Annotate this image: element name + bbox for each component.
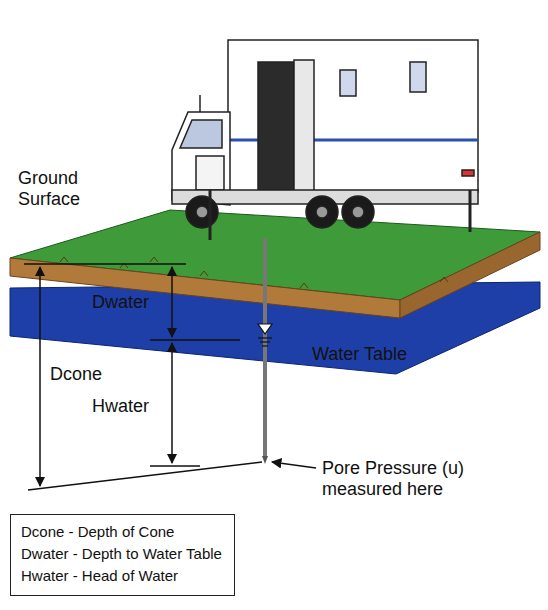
- legend-entry: Hwater - Head of Water: [21, 565, 224, 587]
- cone-rod: [263, 238, 267, 458]
- dimension-label: Dwater: [92, 292, 149, 313]
- water-table-symbol: [258, 324, 272, 346]
- callout-label: Pore Pressure (u) measured here: [322, 458, 522, 499]
- dimension-label: Dcone: [50, 364, 102, 385]
- ground-front: [10, 258, 400, 318]
- cone-tip: [262, 456, 268, 464]
- legend-entry: Dcone - Depth of Cone: [21, 521, 224, 543]
- legend-entry: Dwater - Depth to Water Table: [21, 543, 224, 565]
- legend-box: Dcone - Depth of ConeDwater - Depth to W…: [10, 514, 235, 596]
- leader-line: [272, 462, 316, 468]
- grass-tufts: [60, 257, 448, 288]
- ground-side: [400, 232, 540, 318]
- cpt-truck: [172, 40, 478, 240]
- dimension-label: Hwater: [92, 396, 149, 417]
- surface-label: Ground Surface: [18, 168, 98, 209]
- water-table-label: Water Table: [312, 344, 407, 365]
- dimension-lines: [24, 264, 262, 490]
